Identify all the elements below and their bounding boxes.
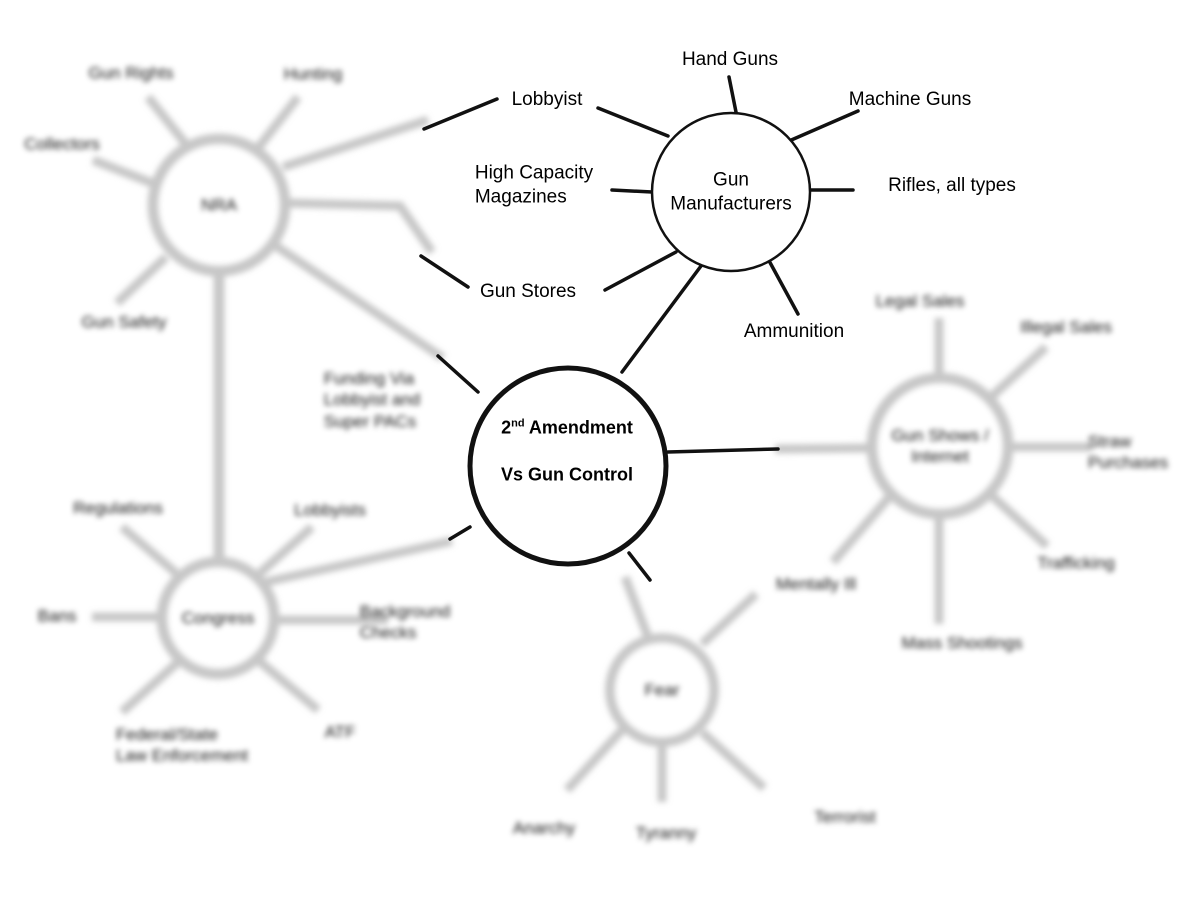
edge-gm-ammunition [765, 255, 800, 316]
edge-gm-lobbyist [596, 106, 670, 138]
edge-congress-lobbyists [257, 523, 315, 577]
edge-central-congress-tip [448, 525, 472, 541]
edge-gm-central [620, 264, 703, 374]
node-label-gun-shows-internet: Gun Shows / Internet [891, 425, 989, 466]
label-hunting: Hunting [283, 64, 343, 84]
node-label-fear: Fear [644, 680, 680, 700]
edge-nra-gun-safety [113, 253, 170, 307]
edge-fear-mentally-ill [698, 590, 760, 648]
edge-nra-hunting [254, 94, 302, 151]
edge-gunshows-central [774, 443, 871, 454]
label-high-capacity-magazines: High Capacity Magazines [474, 162, 594, 207]
edge-gunshows-illegal-sales [986, 343, 1050, 402]
edge-fear-anarchy [563, 726, 626, 794]
central-node-line2: Vs Gun Control [501, 464, 633, 485]
edge-central-fear-tip [627, 551, 652, 582]
edge-nra-central [273, 242, 446, 362]
edge-nra-collectors [91, 155, 154, 188]
edge-congress-regulations [119, 523, 179, 577]
label-gun-stores: Gun Stores [479, 281, 577, 303]
node-circle-gun-shows [866, 372, 1014, 520]
label-funding-via: Funding Via Lobbyist and Super PACs [323, 369, 421, 431]
central-node-sup: nd [511, 417, 525, 430]
node-circle-nra [147, 133, 291, 277]
label-machine-guns: Machine Guns [848, 89, 972, 111]
label-gun-safety: Gun Safety [81, 312, 167, 332]
edge-gm-high-capacity [610, 188, 654, 194]
central-node-num: 2 [501, 417, 512, 438]
label-terrorist: Terrorist [814, 807, 876, 827]
node-label-gun-manufacturers: Gun Manufacturers [670, 169, 792, 214]
label-straw-purchases: Straw Purchases [1087, 431, 1169, 472]
edge-lobbyist-nra-tip [422, 97, 499, 131]
edge-gm-hand-guns [727, 75, 739, 119]
edge-gm-machine-guns [787, 109, 860, 143]
edge-nra-gun-rights [144, 94, 189, 146]
label-mass-shootings: Mass Shootings [901, 633, 1023, 653]
node-circle-fear [605, 633, 719, 747]
label-anarchy: Anarchy [512, 818, 576, 838]
node-circle-gun-manufacturers [650, 111, 812, 273]
edge-nra-lobbyist [281, 115, 430, 172]
node-label-nra: NRA [201, 195, 237, 215]
central-node-rest: Amendment [524, 417, 633, 438]
label-rifles-all-types: Rifles, all types [888, 175, 1016, 197]
node-circle-congress [156, 556, 280, 680]
label-background-checks: Background Checks [359, 601, 451, 642]
central-node-label: 2nd Amendment Vs Gun Control [501, 394, 633, 511]
label-gun-rights: Gun Rights [88, 63, 174, 83]
label-collectors: Collectors [24, 134, 100, 154]
label-bans: Bans [37, 606, 77, 626]
edge-nra-gun-stores [286, 198, 436, 255]
edge-fear-terrorist [698, 728, 768, 792]
edge-congress-central [265, 536, 453, 587]
label-illegal-sales: Illegal Sales [1020, 317, 1112, 337]
label-hand-guns: Hand Guns [681, 49, 779, 71]
edge-congress-atf [255, 656, 321, 714]
label-lobbyists: Lobbyists [294, 500, 366, 520]
label-ammunition: Ammunition [743, 321, 845, 343]
edge-gm-gun-stores [603, 250, 678, 292]
node-circle-central [467, 365, 669, 567]
edge-congress-law-enforcement [119, 658, 181, 716]
label-tyranny: Tyranny [635, 823, 697, 843]
label-trafficking: Trafficking [1037, 553, 1115, 573]
central-node-line1: 2nd Amendment [501, 417, 633, 440]
edge-gunshows-trafficking [986, 490, 1051, 550]
edge-central-nra-tip [436, 354, 480, 394]
label-federal-state-law-enforcement: Federal/State Law Enforcement [115, 724, 249, 765]
node-label-congress: Congress [181, 608, 255, 628]
edge-gunshows-mentally-ill [829, 493, 894, 565]
label-atf: ATF [324, 722, 356, 742]
edge-central-gunshows-tip [666, 447, 780, 454]
label-lobbyist: Lobbyist [511, 89, 583, 111]
edge-fear-central [620, 575, 653, 639]
label-legal-sales: Legal Sales [875, 291, 965, 311]
edge-gun-stores-nra-tip [419, 254, 470, 289]
label-regulations: Regulations [73, 498, 163, 518]
label-mentally-ill: Mentally Ill [775, 574, 857, 594]
